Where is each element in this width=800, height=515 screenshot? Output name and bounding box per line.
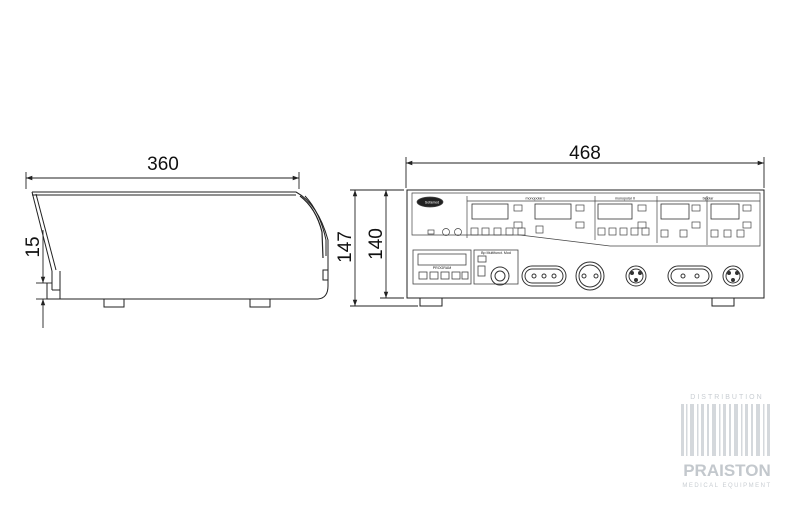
socket-monopolar-1 (521, 265, 567, 287)
socket-bipolar (667, 265, 713, 287)
dimension-front-height-outer (350, 189, 418, 307)
socket-monopolar-1-round (575, 261, 605, 291)
front-panel-controls (411, 192, 761, 247)
label-multifunction: Bp Multifunct. Mod (481, 251, 511, 255)
front-panel-logo-text: Sofamed (425, 201, 439, 205)
watermark-top-text: DISTRIBUTION (690, 394, 763, 401)
side-view-housing (32, 191, 329, 300)
label-monopolar-1: monopolar I (526, 197, 545, 201)
front-sockets (490, 261, 744, 291)
dimension-front-width (405, 157, 765, 188)
dimension-side-depth (25, 172, 300, 189)
label-program: PROGRAM (433, 266, 452, 270)
side-view-foot-rear (249, 298, 271, 308)
side-view-foot-front (103, 298, 125, 308)
front-view: Sofamed monopolar I monopolar II bipolar… (406, 189, 765, 307)
watermark-brand-text: PRAISTON (683, 461, 771, 480)
front-view-foot-left (419, 297, 443, 307)
dimension-side-height (36, 230, 52, 328)
label-monopolar-2: monopolar II (615, 197, 635, 201)
program-panel (412, 249, 519, 285)
dimension-label-side-height: 15 (23, 236, 44, 257)
watermark-sub-text: MEDICAL EQUIPMENT (682, 483, 771, 489)
dimension-label-front-height-outer: 147 (335, 231, 356, 263)
dimension-label-side-depth: 360 (147, 154, 179, 175)
front-view-foot-right (711, 297, 735, 307)
side-view-front-face (31, 191, 53, 272)
front-view-housing (406, 189, 765, 299)
watermark-barcode (681, 404, 770, 456)
dimension-label-front-width: 468 (569, 143, 601, 164)
dimension-front-height-inner (380, 190, 404, 299)
socket-monopolar-2 (625, 265, 647, 287)
watermark: DISTRIBUTION PRAISTON MEDICAL EQUIPMENT (681, 394, 771, 489)
side-view (31, 191, 329, 308)
dimension-label-front-height-inner: 140 (366, 228, 387, 260)
label-bipolar: bipolar (703, 197, 715, 201)
socket-bipolar-round (722, 265, 744, 287)
socket-neutral (490, 266, 510, 286)
front-panel-logo (416, 196, 444, 208)
